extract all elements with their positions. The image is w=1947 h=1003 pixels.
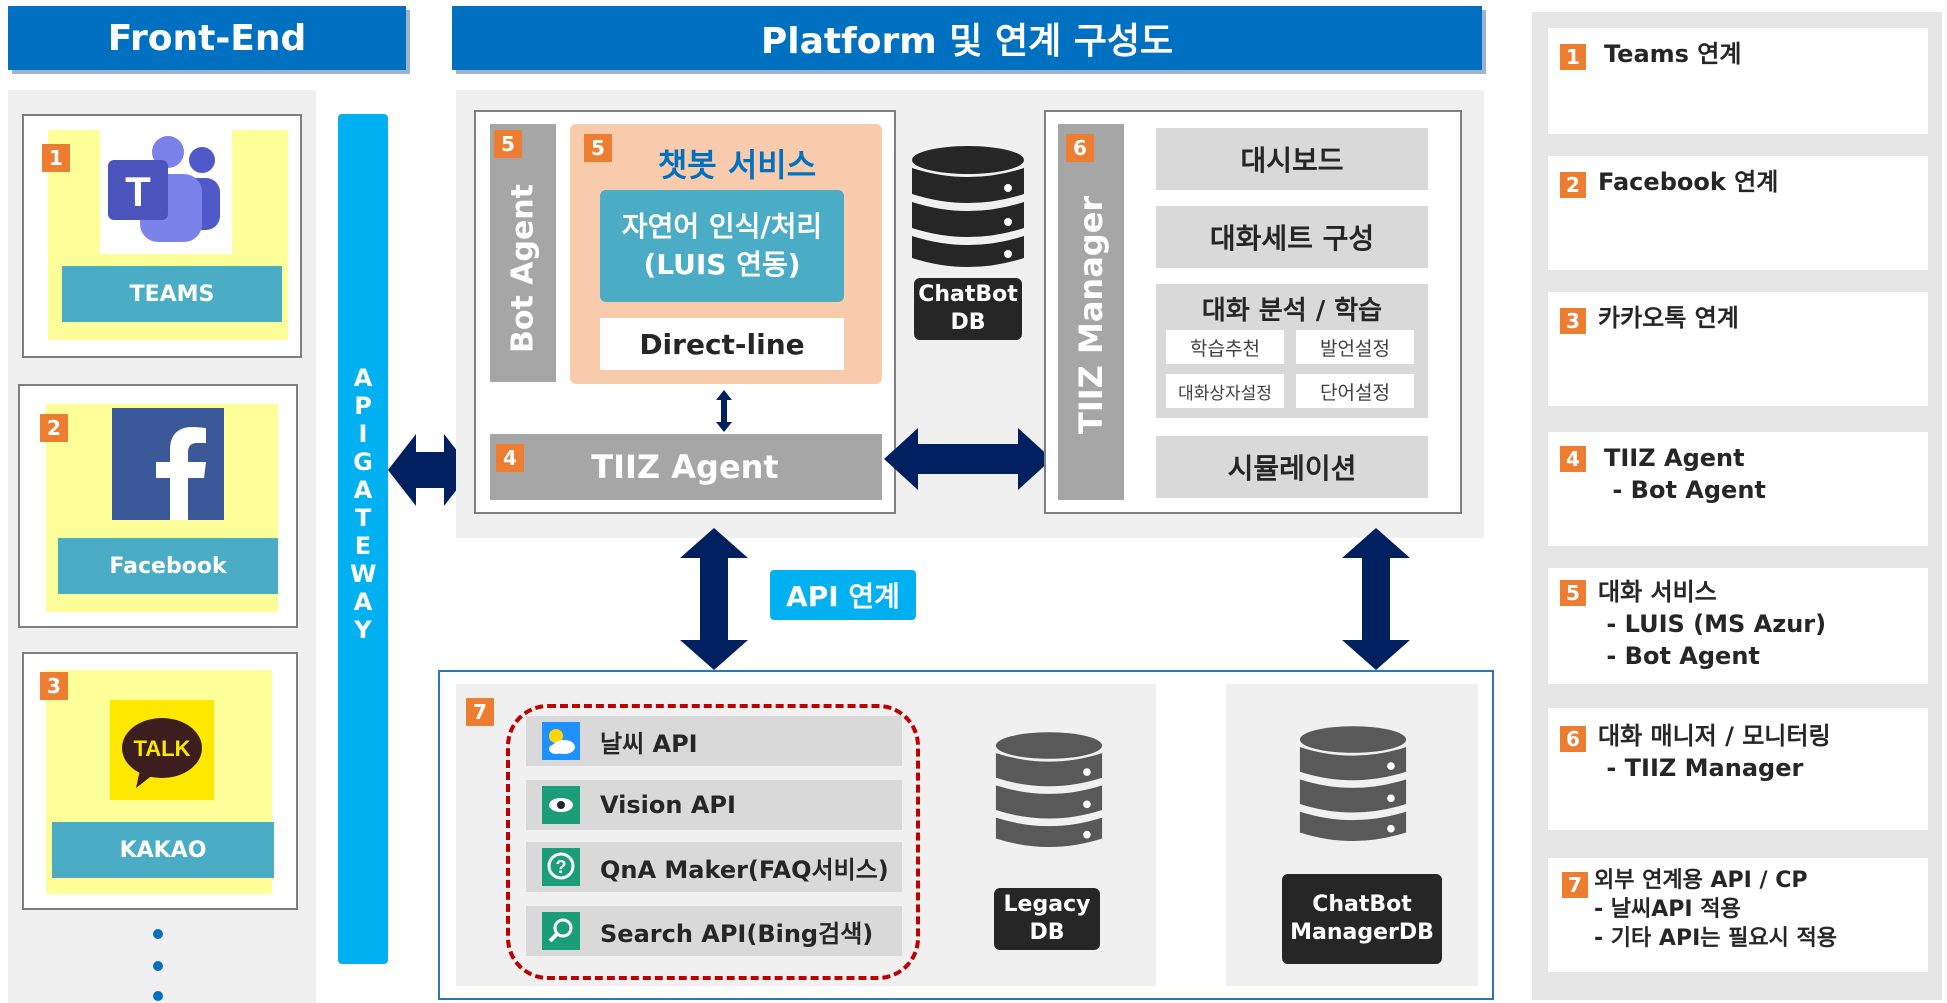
tiiz-agent-badge: 4 — [496, 444, 524, 472]
chatbot-service-badge: 5 — [584, 134, 612, 162]
bot-agent-bar — [490, 124, 556, 382]
legend-badge: 6 — [1560, 726, 1586, 752]
legend-badge: 4 — [1560, 446, 1586, 472]
direct-line-box[interactable]: Direct-line — [600, 318, 844, 370]
channel-badge: 3 — [40, 672, 68, 700]
channel-badge: 2 — [40, 414, 68, 442]
bot-agent-badge: 5 — [494, 130, 522, 158]
api-label-weather: 날씨 API — [600, 729, 698, 758]
weather-icon — [542, 722, 580, 760]
manager-db-label: ChatBot ManagerDB — [1282, 874, 1442, 964]
more-dot — [153, 929, 163, 939]
analysis-dialog-setting[interactable]: 대화상자설정 — [1166, 374, 1284, 408]
dialog-set-item[interactable]: 대화세트 구성 — [1156, 206, 1428, 268]
legend-card — [1548, 28, 1928, 134]
eye-icon — [542, 786, 580, 824]
api-row-weather[interactable]: 날씨 API — [526, 716, 902, 766]
api-label-search: Search API(Bing검색) — [600, 919, 874, 948]
legend-card — [1548, 708, 1928, 830]
platform-header: Platform 및 연계 구성도 — [452, 6, 1482, 70]
channel-badge: 1 — [42, 144, 70, 172]
legend-badge: 7 — [1562, 872, 1588, 898]
nlp-line2: (LUIS 연동) — [643, 248, 801, 281]
external-api-dashed-group — [506, 704, 920, 980]
nlp-box[interactable]: 자연어 인식/처리 (LUIS 연동) — [600, 190, 844, 302]
analysis-utterance-setting[interactable]: 발언설정 — [1296, 330, 1414, 364]
agent-manager-double-arrow — [884, 428, 1052, 490]
api-row-search[interactable]: Search API(Bing검색) — [526, 906, 902, 956]
legacy-db-line2: DB — [1029, 920, 1065, 945]
legend-badge: 5 — [1560, 580, 1586, 606]
chatbot-db-line1: ChatBot — [918, 282, 1018, 307]
api-gateway-label: API GATEWAY — [350, 364, 377, 644]
nlp-line1: 자연어 인식/처리 — [621, 210, 823, 243]
analysis-learning-recommend[interactable]: 학습추천 — [1166, 330, 1284, 364]
legend-text: 카카오톡 연계 — [1598, 304, 1739, 332]
tiiz-agent-bar[interactable] — [490, 434, 882, 500]
api-row-qna[interactable]: ? QnA Maker(FAQ서비스) — [526, 842, 902, 892]
facebook-icon — [112, 408, 224, 520]
kakaotalk-icon: TALK — [110, 700, 214, 800]
search-icon — [542, 912, 580, 950]
channel-button-kakao[interactable]: KAKAO — [52, 822, 274, 878]
chatbot-db-label: ChatBot DB — [914, 278, 1022, 340]
chatbot-service-title: 챗봇 서비스 — [657, 146, 817, 184]
legend-badge: 2 — [1560, 172, 1586, 198]
channel-button-facebook[interactable]: Facebook — [58, 538, 278, 594]
tiiz-agent-label: TIIZ Agent — [591, 448, 779, 486]
legend-card — [1548, 858, 1928, 972]
legend-text: 대화 매니저 / 모니터링 - TIIZ Manager — [1598, 722, 1831, 782]
legend-text: TIIZ Agent - Bot Agent — [1604, 444, 1766, 504]
legend-card — [1548, 156, 1928, 270]
analysis-title: 대화 분석 / 학습 — [1201, 296, 1383, 326]
api-link-arrow — [680, 528, 748, 670]
manager-db-arrow — [1342, 528, 1410, 670]
external-badge: 7 — [466, 698, 494, 726]
api-gateway-bar — [338, 114, 388, 964]
manager-label: TIIZ Manager — [1072, 195, 1110, 435]
legend-badge: 3 — [1560, 308, 1586, 334]
frontend-header: Front-End — [8, 6, 406, 70]
bot-agent-label: Bot Agent — [505, 184, 541, 354]
legend-text: Facebook 연계 — [1598, 168, 1779, 196]
legend-card — [1548, 432, 1928, 546]
legend-card — [1548, 292, 1928, 406]
manager-badge: 6 — [1066, 134, 1094, 162]
legend-text: 대화 서비스 - LUIS (MS Azur) - Bot Agent — [1598, 578, 1827, 670]
legacy-db-line1: Legacy — [1003, 892, 1091, 917]
legend-badge: 1 — [1560, 44, 1586, 70]
manager-db-line1: ChatBot — [1312, 892, 1412, 917]
channel-button-teams[interactable]: TEAMS — [62, 266, 282, 322]
legend-text: Teams 연계 — [1604, 40, 1742, 68]
kakao-logo-text: TALK — [133, 736, 190, 761]
svg-text:T: T — [125, 168, 151, 215]
more-dot — [153, 961, 163, 971]
manager-bar — [1058, 124, 1124, 500]
api-label-qna: QnA Maker(FAQ서비스) — [600, 855, 889, 884]
api-link-label: API 연계 — [770, 570, 916, 620]
manager-db-line2: ManagerDB — [1290, 920, 1434, 945]
more-dot — [153, 991, 163, 1001]
legend-card — [1548, 568, 1928, 684]
direct-line-arrow — [716, 390, 732, 432]
api-label-vision: Vision API — [600, 791, 736, 819]
manager-db-icon — [1299, 726, 1407, 841]
legacy-db-icon — [995, 732, 1103, 847]
analysis-word-setting[interactable]: 단어설정 — [1296, 374, 1414, 408]
gateway-double-arrow — [388, 434, 472, 506]
simulation-item[interactable]: 시뮬레이션 — [1156, 436, 1428, 498]
chatbot-db-icon — [912, 146, 1024, 267]
api-row-vision[interactable]: Vision API — [526, 780, 902, 830]
chatbot-db-line2: DB — [950, 310, 986, 335]
svg-text:?: ? — [556, 857, 567, 877]
dashboard-item[interactable]: 대시보드 — [1156, 128, 1428, 190]
question-icon: ? — [542, 848, 580, 886]
teams-icon: T — [100, 130, 232, 254]
legacy-db-label: Legacy DB — [994, 888, 1100, 950]
legend-text: 외부 연계용 API / CP - 날씨API 적용 - 기타 API는 필요시… — [1594, 868, 1838, 951]
